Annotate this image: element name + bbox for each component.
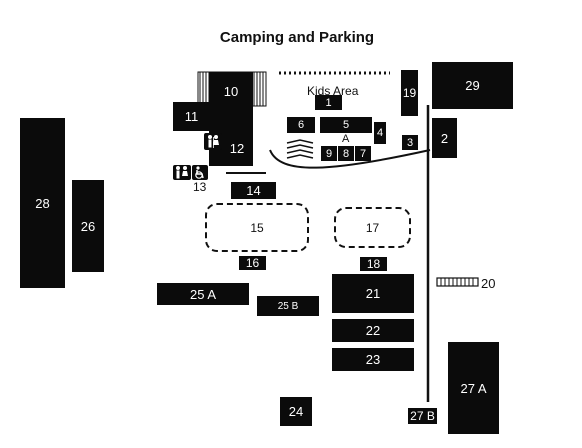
site-25a[interactable]: 25 A xyxy=(157,283,249,305)
restroom-icon xyxy=(173,165,191,180)
kids-area-label: Kids Area xyxy=(307,84,359,98)
site-18[interactable]: 18 xyxy=(360,257,387,271)
restroom-icon xyxy=(204,133,222,150)
site-27b[interactable]: 27 B xyxy=(408,408,437,424)
shower-rail xyxy=(436,277,479,287)
site-27a[interactable]: 27 A xyxy=(448,342,499,434)
site-26[interactable]: 26 xyxy=(72,180,104,272)
site-2[interactable]: 2 xyxy=(432,118,457,158)
site-28[interactable]: 28 xyxy=(20,118,65,288)
kids-area-fence xyxy=(279,71,390,75)
site-4[interactable]: 4 xyxy=(374,122,386,144)
site-12[interactable]: 12 xyxy=(229,140,245,156)
site-9[interactable]: 9 xyxy=(321,146,337,161)
site-3[interactable]: 3 xyxy=(402,135,418,150)
site-19[interactable]: 19 xyxy=(401,70,418,116)
site-8[interactable]: 8 xyxy=(338,146,354,161)
site-10[interactable]: 10 xyxy=(209,72,253,166)
site-14[interactable]: 14 xyxy=(231,182,276,199)
map-title: Camping and Parking xyxy=(219,29,375,46)
site-7[interactable]: 7 xyxy=(355,146,371,161)
site-17[interactable]: 17 xyxy=(334,207,411,248)
section-a-label: A xyxy=(342,133,350,145)
site-5[interactable]: 5 xyxy=(320,117,372,133)
site-21[interactable]: 21 xyxy=(332,274,414,313)
site-6[interactable]: 6 xyxy=(287,117,315,133)
site-29[interactable]: 29 xyxy=(432,62,513,109)
site-15[interactable]: 15 xyxy=(205,203,309,252)
site-11[interactable]: 11 xyxy=(173,102,210,131)
site-25b[interactable]: 25 B xyxy=(257,296,319,316)
site-16[interactable]: 16 xyxy=(239,256,266,270)
accessible-restroom-icon xyxy=(192,165,208,180)
site-13[interactable]: 13 xyxy=(193,180,207,194)
site-23[interactable]: 23 xyxy=(332,348,414,371)
site-22[interactable]: 22 xyxy=(332,319,414,342)
site-20[interactable]: 20 xyxy=(481,276,496,291)
site-24[interactable]: 24 xyxy=(280,397,312,426)
stage-chevrons xyxy=(286,139,314,159)
site-1[interactable]: 1 xyxy=(315,95,342,110)
